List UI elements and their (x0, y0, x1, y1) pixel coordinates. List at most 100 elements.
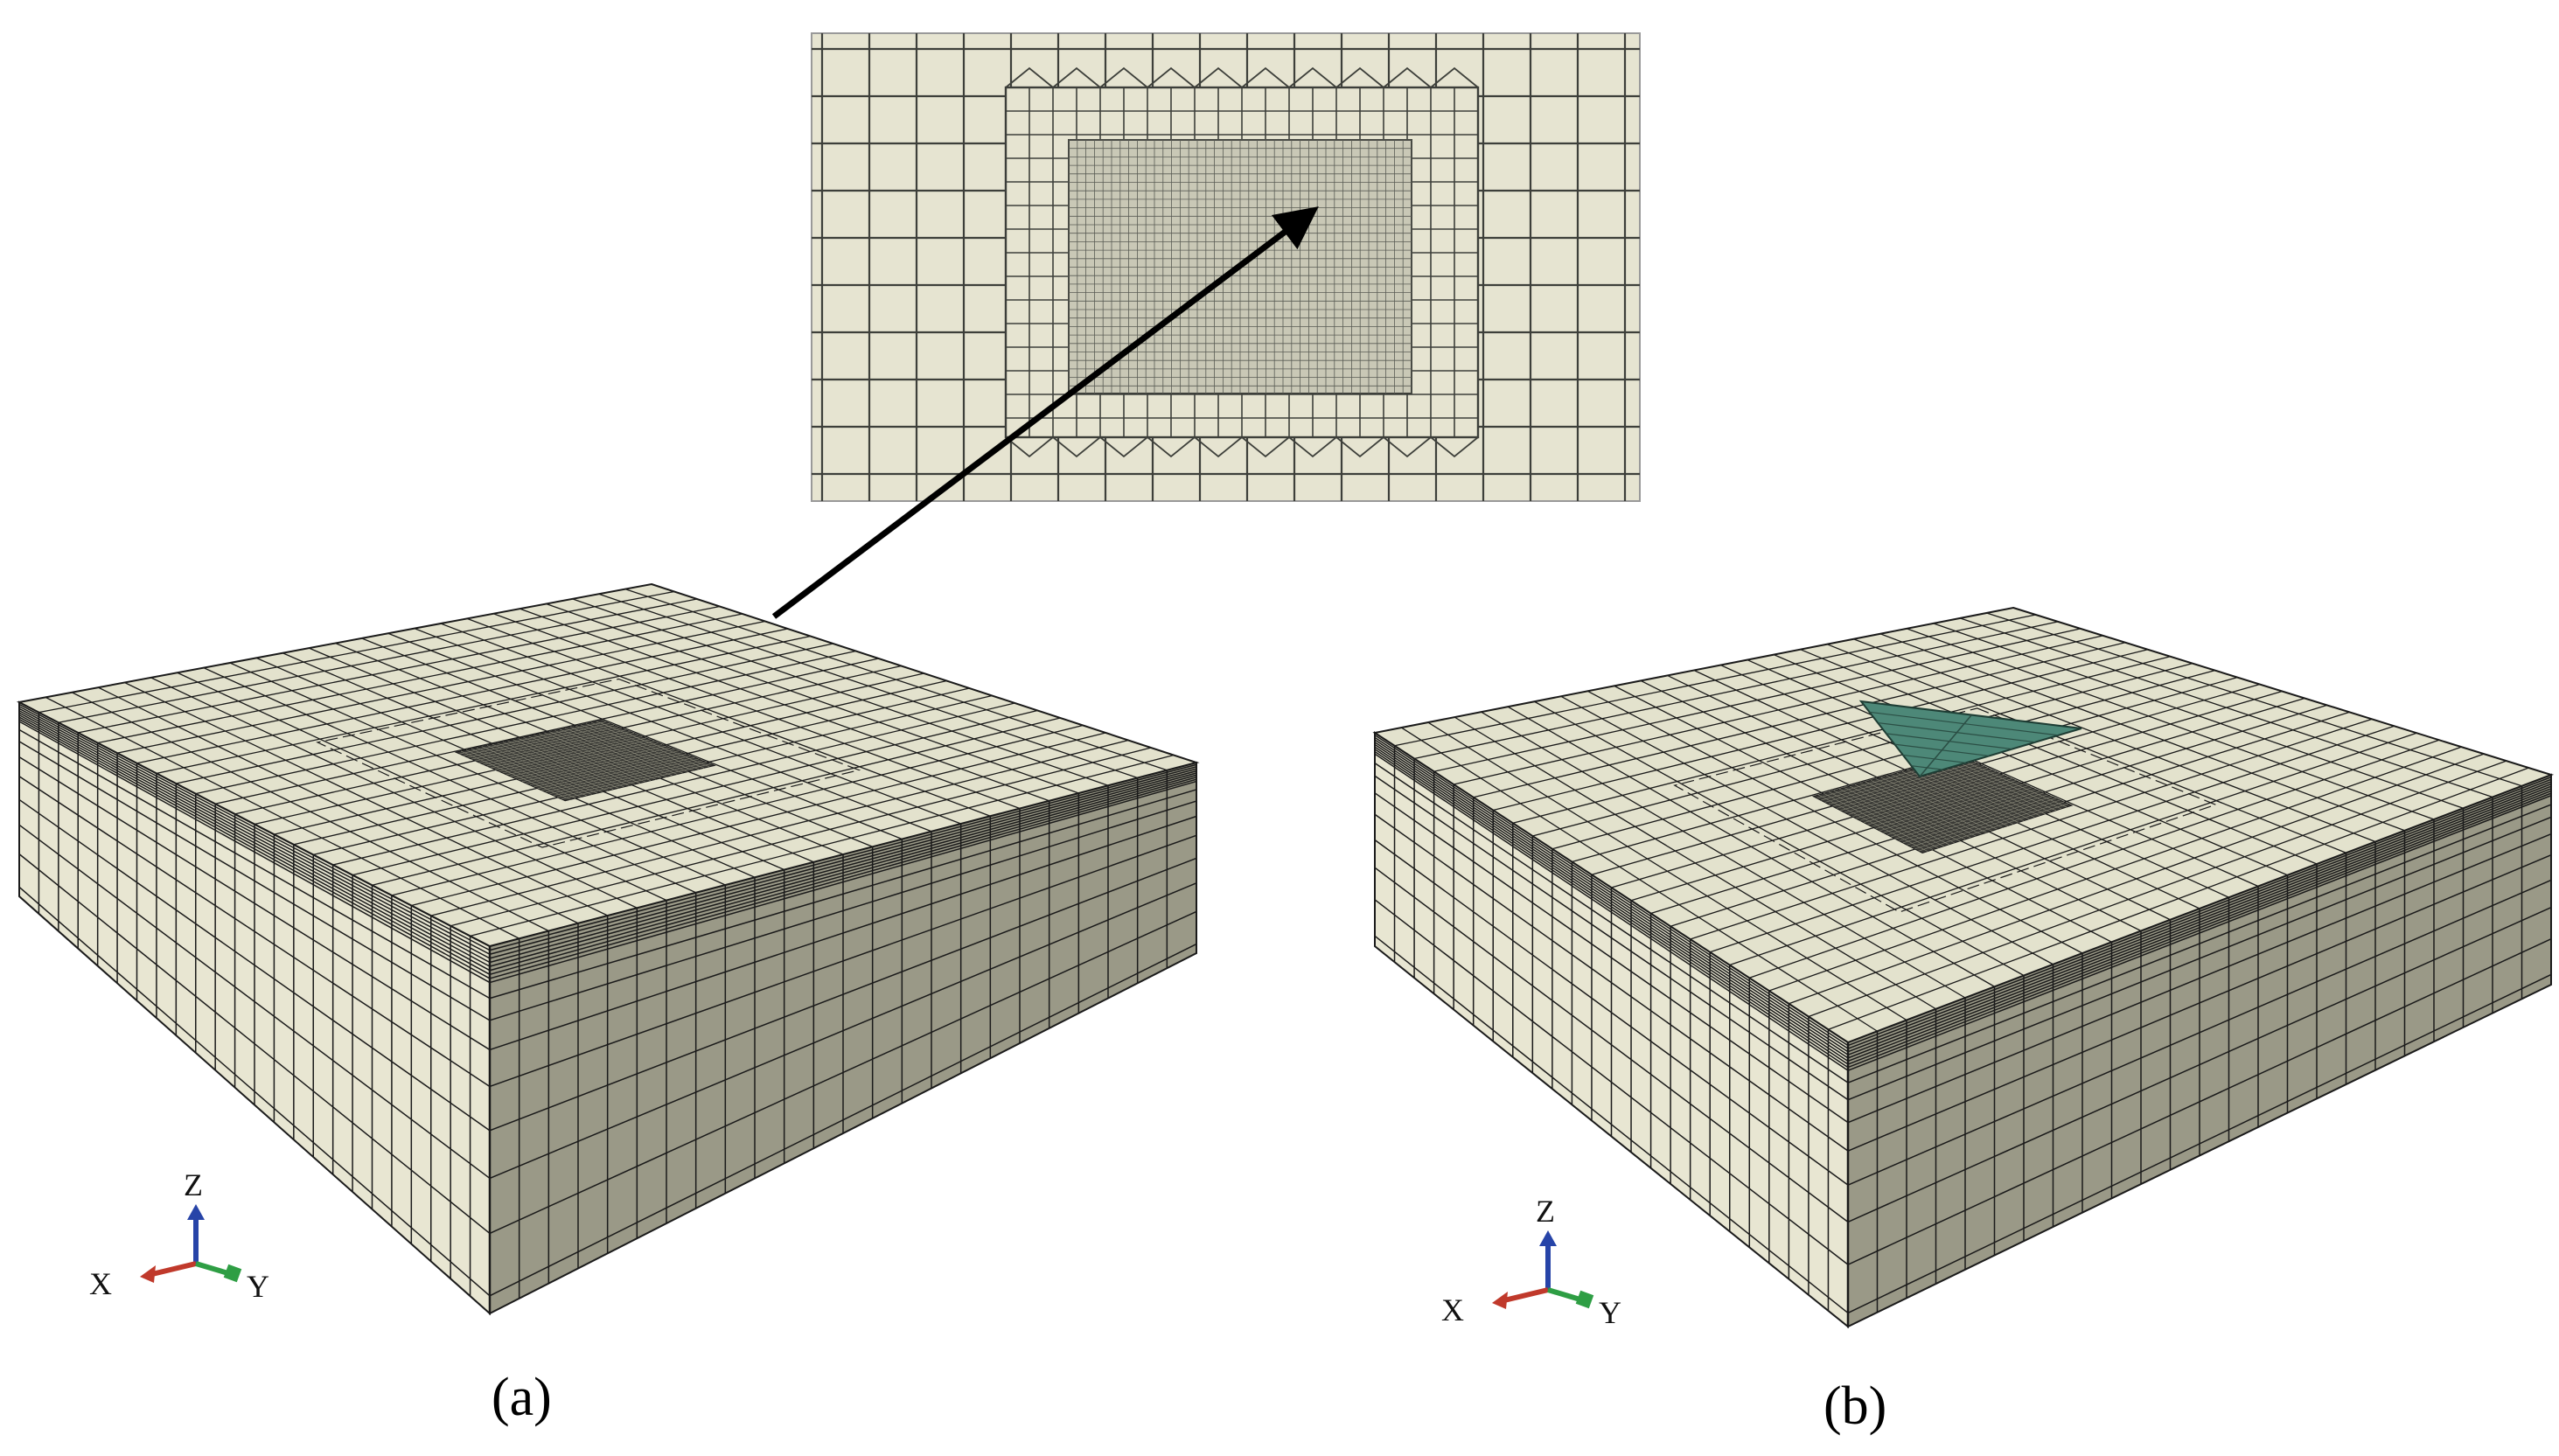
refined-mesh-line (1899, 794, 2048, 841)
inset-scallop (1052, 66, 1101, 88)
right-face-layer (1847, 778, 2552, 1049)
refined-mesh-line (514, 744, 663, 779)
right-face-layer (1847, 853, 2552, 1152)
right-face-layer (1847, 973, 2552, 1314)
left-face-layer (18, 776, 491, 1088)
right-face-layer (1847, 785, 2552, 1059)
refined-mesh-line (1886, 789, 2036, 835)
refined-mesh-line (476, 747, 587, 797)
top-grid-line (1808, 760, 2507, 1018)
refined-mesh-line (1902, 796, 2053, 844)
refined-mesh-line (492, 743, 603, 792)
right-face-layer (489, 774, 1197, 972)
top-grid-line (1481, 711, 1966, 999)
right-face-layer (489, 770, 1197, 964)
inset-scallop (1005, 66, 1054, 88)
inset-scallop (1052, 436, 1101, 458)
refined-mesh-line (481, 746, 592, 795)
zoom-inset-mesh (811, 32, 1641, 502)
left-face-layer (18, 741, 491, 1021)
inset-scallop (1288, 436, 1337, 458)
right-face-layer (489, 777, 1197, 976)
refined-mesh-line (1859, 783, 1971, 839)
right-face-layer (1847, 879, 2552, 1186)
triad-y-axis (195, 1261, 232, 1277)
refined-mesh-line (1907, 798, 2056, 846)
transition-ring (1673, 707, 2218, 913)
refined-mesh-line (512, 739, 624, 788)
mesh-block-a (16, 582, 1200, 1316)
triad-y-label: Y (1599, 1295, 1621, 1330)
inset-scallop (1005, 436, 1054, 458)
right-face-layer (1847, 783, 2552, 1055)
left-face-layer (1374, 839, 1849, 1186)
right-face-layer (489, 780, 1197, 984)
left-face-layer (18, 712, 491, 967)
top-grid-line (450, 747, 1152, 927)
triad-y-label: Y (247, 1269, 269, 1304)
inset-scallop (1099, 66, 1148, 88)
triad-x-axis (1503, 1287, 1549, 1303)
indenter-mesh-lines (1869, 711, 2059, 777)
left-face-layer (1374, 753, 1849, 1071)
refined-mesh-line (1875, 784, 2025, 829)
inset-scallop (1383, 436, 1432, 458)
right-face-layer (489, 789, 1197, 1000)
right-face-layer (489, 834, 1197, 1088)
right-face-layer (489, 763, 1197, 951)
left-face-layer (18, 707, 491, 959)
top-grid-line (45, 696, 519, 939)
right-face-layer (489, 857, 1197, 1132)
refined-mesh-line (1823, 792, 1934, 850)
refined-mesh-line (528, 735, 640, 784)
refined-mesh-line (502, 742, 614, 791)
left-face-layer (18, 853, 491, 1235)
zoom-pointer-arrow (771, 206, 1319, 619)
triad-y-axis (1547, 1287, 1584, 1303)
inset-scallop (1383, 66, 1432, 88)
refined-mesh-line (561, 763, 711, 799)
top-grid-line (1401, 727, 1878, 1032)
coordinate-triad-a: Z X Y (89, 1167, 269, 1304)
left-face-layer (1374, 775, 1849, 1101)
right-face-layer (489, 910, 1197, 1235)
right-face-layer (489, 882, 1197, 1180)
zoom-mesh-lines (812, 33, 1640, 501)
left-face-layer (18, 756, 491, 1051)
refined-mesh-line (523, 736, 635, 785)
right-face-layer (1847, 906, 2552, 1223)
panel-caption-a: (a) (492, 1368, 552, 1427)
left-face-layer (1374, 735, 1849, 1047)
left-face-layer (18, 718, 491, 979)
refined-mesh-line (529, 750, 679, 786)
top-grid-line (430, 739, 1129, 916)
triad-x-axis (151, 1261, 197, 1277)
right-face-layer (489, 772, 1197, 967)
pyramid-indenter (1858, 700, 2082, 778)
refined-mesh-line (1872, 782, 2020, 827)
left-face-layer (1374, 899, 1849, 1265)
refined-mesh-line (465, 749, 576, 799)
left-face-layer (18, 703, 491, 951)
right-face-layer (489, 766, 1197, 955)
triad-x-label: X (89, 1266, 112, 1301)
left-face-layer (1374, 792, 1849, 1124)
refined-mesh-line (1914, 801, 2065, 850)
panel-caption-b: (b) (1823, 1376, 1886, 1436)
refined-mesh-line (533, 752, 683, 788)
triad-z-label: Z (184, 1167, 203, 1202)
left-face-layer (18, 728, 491, 1000)
inset-scallop (1147, 436, 1196, 458)
left-face-layer (18, 706, 491, 955)
left-face-layer (18, 798, 491, 1132)
triad-z-label: Z (1536, 1194, 1555, 1229)
left-face-layer (1374, 739, 1849, 1053)
refined-mesh-line (1875, 778, 1987, 833)
top-grid-line (470, 754, 1175, 937)
left-face-layer (1374, 750, 1849, 1069)
right-face-layer (1847, 795, 2552, 1071)
refined-mesh-line (1854, 784, 1966, 840)
left-face-layer (18, 710, 491, 964)
